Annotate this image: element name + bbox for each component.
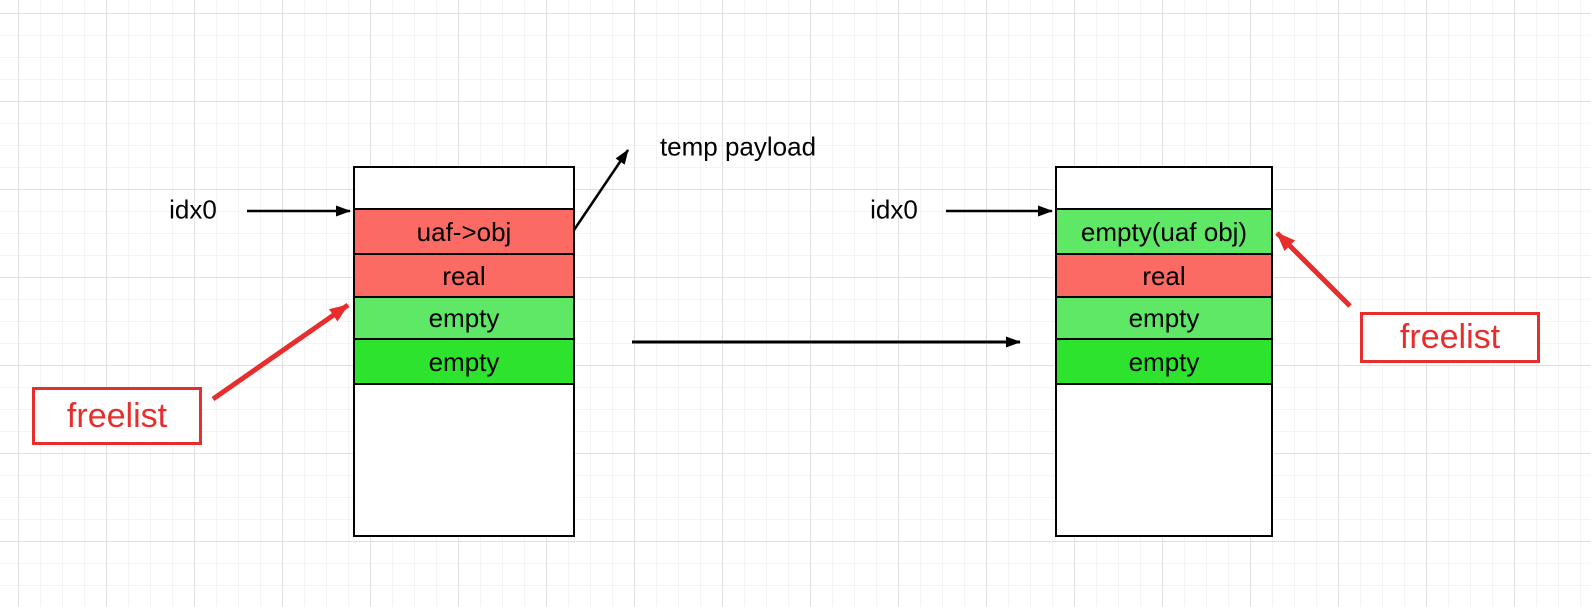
cell-empty-1[interactable]: empty bbox=[1057, 298, 1271, 340]
cell-real[interactable]: real bbox=[1057, 255, 1271, 298]
memory-array-left[interactable]: uaf->obj real empty empty bbox=[353, 166, 575, 537]
cell-empty-uaf-obj[interactable]: empty(uaf obj) bbox=[1057, 210, 1271, 255]
cell-label: empty bbox=[428, 303, 500, 333]
cell-label: real bbox=[1142, 260, 1186, 291]
freelist-arrow-right[interactable] bbox=[1275, 231, 1352, 308]
cell-empty-2[interactable]: empty bbox=[355, 340, 573, 385]
cell-label: empty bbox=[1128, 346, 1200, 377]
temp-payload-label[interactable]: temp payload bbox=[659, 131, 817, 162]
cell-empty-2[interactable]: empty bbox=[1057, 340, 1271, 385]
cell-blank-top[interactable] bbox=[1057, 168, 1271, 210]
idx0-label-left[interactable]: idx0 bbox=[169, 194, 217, 225]
cell-label: empty(uaf obj) bbox=[1080, 216, 1248, 247]
cell-label: empty bbox=[1128, 303, 1200, 333]
memory-array-right[interactable]: empty(uaf obj) real empty empty bbox=[1055, 166, 1273, 537]
cell-blank-bottom[interactable] bbox=[1057, 385, 1271, 535]
freelist-label: freelist bbox=[66, 396, 168, 435]
cell-label: uaf->obj bbox=[416, 216, 512, 247]
freelist-annotation-right[interactable]: freelist bbox=[1360, 312, 1540, 363]
cell-blank-bottom[interactable] bbox=[355, 385, 573, 535]
freelist-arrow-left[interactable] bbox=[211, 302, 350, 402]
cell-real[interactable]: real bbox=[355, 255, 573, 298]
cell-empty-1[interactable]: empty bbox=[355, 298, 573, 340]
idx0-label-right[interactable]: idx0 bbox=[870, 194, 918, 225]
cell-uaf-obj[interactable]: uaf->obj bbox=[355, 210, 573, 255]
cell-label: empty bbox=[428, 346, 500, 377]
cell-blank-top[interactable] bbox=[355, 168, 573, 210]
freelist-label: freelist bbox=[1399, 318, 1501, 356]
temp-payload-arrow[interactable] bbox=[572, 149, 630, 231]
cell-label: real bbox=[442, 260, 486, 291]
freelist-annotation-left[interactable]: freelist bbox=[32, 387, 202, 445]
